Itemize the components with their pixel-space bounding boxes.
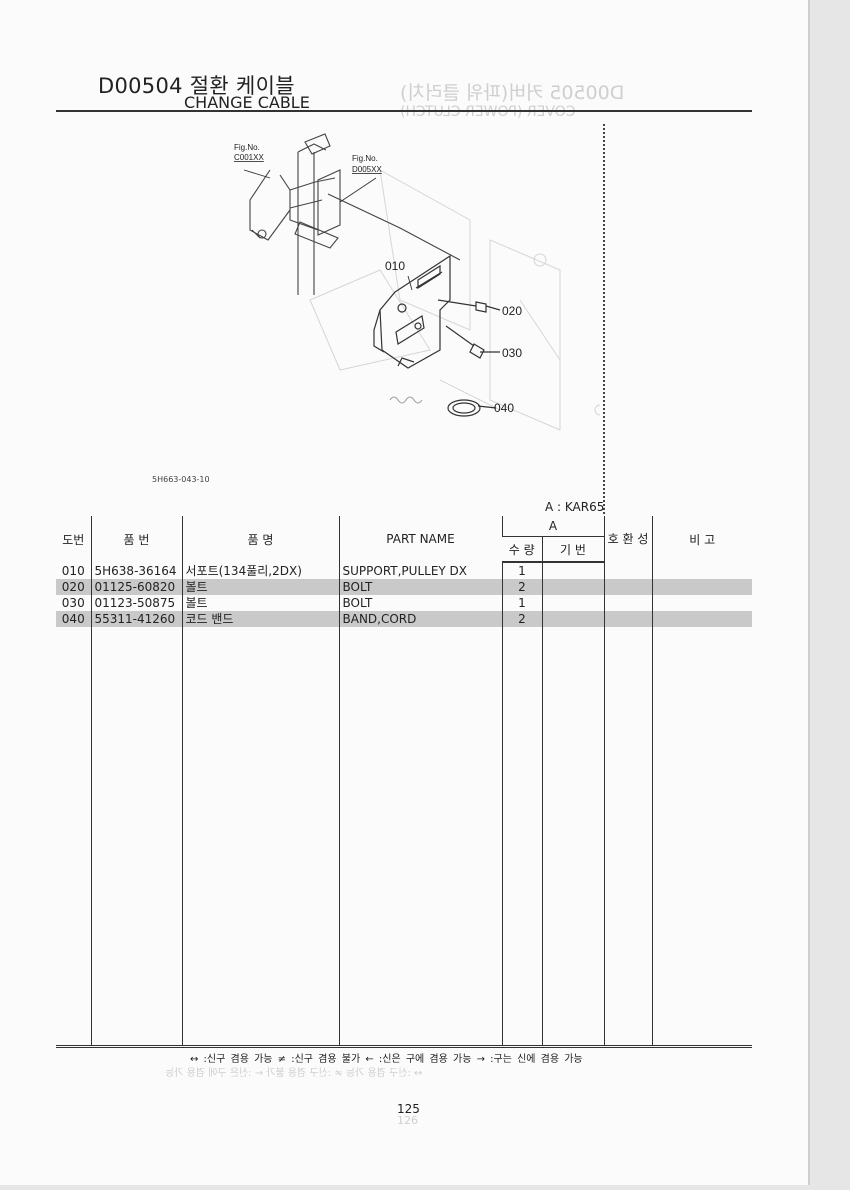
row-interchange bbox=[603, 595, 652, 611]
row-qty: 1 bbox=[501, 562, 542, 579]
row-base bbox=[541, 595, 604, 611]
row-part-name-en: SUPPORT,PULLEY DX bbox=[338, 562, 502, 579]
parts-table: 도번 품 번 품 명 PART NAME A 호 환 성 비 고 수 량 기 번… bbox=[56, 516, 752, 1046]
bolt-030-drawing bbox=[445, 325, 500, 359]
table-bottom-rule bbox=[56, 1047, 752, 1048]
fig-ref-1-label: Fig.No. bbox=[234, 143, 260, 152]
row-base bbox=[541, 579, 604, 595]
spring-drawing bbox=[389, 396, 423, 404]
interchange-legend: ↔ :신구 겸용 가능 ≠ :신구 겸용 불가 ← :신은 구에 겸용 가능 →… bbox=[190, 1054, 583, 1065]
bolt-020-drawing bbox=[437, 299, 501, 313]
page-english-title: CHANGE CABLE bbox=[184, 93, 310, 112]
bleed-through-drawing bbox=[309, 169, 600, 431]
row-interchange bbox=[603, 611, 652, 627]
row-ref-no: 030 bbox=[61, 596, 85, 610]
dashed-divider bbox=[603, 124, 605, 514]
header-group-a: A bbox=[501, 516, 604, 537]
row-remarks bbox=[651, 579, 752, 595]
cord-band-drawing bbox=[447, 399, 497, 417]
row-ref-no: 020 bbox=[56, 579, 91, 595]
header-ref-no: 도번 bbox=[62, 532, 85, 547]
bleed-through-page-number: 126 bbox=[397, 1114, 418, 1127]
header-part-no: 품 번 bbox=[90, 516, 182, 562]
row-qty: 2 bbox=[501, 579, 542, 595]
fig-ref-2-label: Fig.No. bbox=[352, 154, 378, 163]
empty-cell bbox=[338, 627, 502, 1046]
row-interchange bbox=[603, 579, 652, 595]
row-interchange bbox=[603, 562, 652, 579]
row-part-no: 01123-50875 bbox=[90, 595, 182, 611]
bleed-through-title: D00505 커버(파워 클러치) bbox=[400, 82, 625, 104]
row-part-name-kr: 서포트(134풀리,2DX) bbox=[181, 562, 339, 579]
page-number: 125 bbox=[397, 1102, 420, 1116]
row-part-name-kr: 볼트 bbox=[181, 595, 339, 611]
leader-lines bbox=[243, 169, 413, 291]
row-part-name-kr: 볼트 bbox=[181, 579, 339, 595]
frame-assembly-drawing bbox=[249, 133, 461, 295]
header-interchange: 호 환 성 bbox=[603, 516, 652, 562]
support-bracket-drawing bbox=[373, 254, 451, 369]
parts-diagram: Fig.No. C001XX Fig.No. D005XX 010 020 03… bbox=[234, 133, 600, 431]
header-part-name-kr: 품 명 bbox=[181, 516, 339, 562]
document-page: D00504 절환 케이블 CHANGE CABLE D00505 커버(파워 … bbox=[0, 0, 810, 1185]
row-part-name-en: BAND,CORD bbox=[338, 611, 502, 627]
row-qty: 2 bbox=[501, 611, 542, 627]
header-part-name-en: PART NAME bbox=[338, 516, 502, 562]
row-remarks bbox=[651, 595, 752, 611]
callout-040: 040 bbox=[494, 401, 514, 415]
empty-cell bbox=[56, 627, 91, 1046]
figure-id: 5H663-043-10 bbox=[152, 475, 210, 484]
row-remarks bbox=[651, 611, 752, 627]
empty-cell bbox=[603, 627, 652, 1046]
callout-010: 010 bbox=[385, 259, 405, 273]
empty-cell bbox=[541, 627, 604, 1046]
header-remarks: 비 고 bbox=[651, 516, 752, 562]
empty-cell bbox=[501, 627, 542, 1046]
empty-cell bbox=[90, 627, 182, 1046]
row-base bbox=[541, 562, 604, 579]
header-base: 기 번 bbox=[541, 536, 604, 563]
row-part-no: 01125-60820 bbox=[90, 579, 182, 595]
row-part-name-en: BOLT bbox=[338, 595, 502, 611]
table-empty-area bbox=[56, 627, 752, 1046]
row-base bbox=[541, 611, 604, 627]
row-part-name-kr: 코드 밴드 bbox=[181, 611, 339, 627]
model-note: A : KAR65 bbox=[545, 500, 605, 514]
empty-cell bbox=[651, 627, 752, 1046]
bleed-through-subtitle: COVER (POWER CLUTCH) bbox=[400, 104, 576, 120]
fig-ref-2-value: D005XX bbox=[352, 165, 382, 174]
callout-030: 030 bbox=[502, 346, 522, 360]
header-qty: 수 량 bbox=[502, 536, 542, 563]
row-ref-no: 040 bbox=[56, 611, 91, 627]
row-ref-no: 010 bbox=[61, 563, 85, 578]
fig-ref-1-value: C001XX bbox=[234, 153, 264, 162]
row-remarks bbox=[651, 562, 752, 579]
row-part-no: 5H638-36164 bbox=[90, 562, 182, 579]
row-qty: 1 bbox=[501, 595, 542, 611]
page-code-title: D00504 절환 케이블 bbox=[98, 74, 295, 98]
row-part-name-en: BOLT bbox=[338, 579, 502, 595]
row-part-no: 55311-41260 bbox=[90, 611, 182, 627]
title-rule bbox=[56, 110, 752, 112]
bleed-through-legend: ↔ :신구 겸용 가능 ≠ :신구 겸용 불가 ← :신은 구에 겸용 가능 bbox=[165, 1068, 423, 1079]
callout-020: 020 bbox=[502, 304, 522, 318]
empty-cell bbox=[181, 627, 339, 1046]
